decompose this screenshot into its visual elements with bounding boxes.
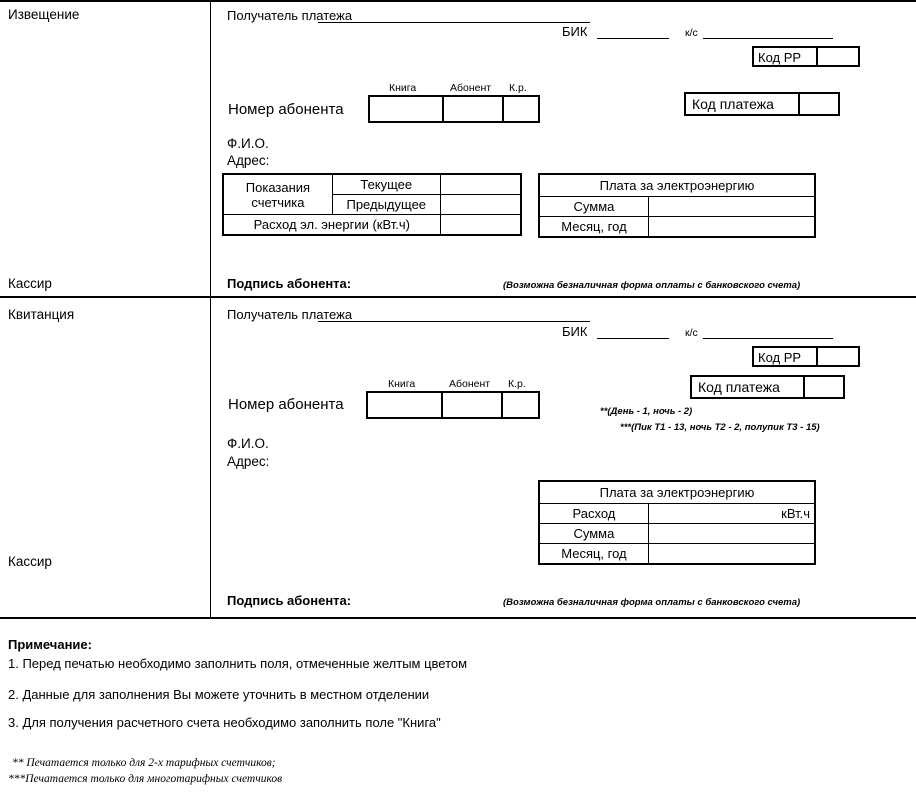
payment-sum-value-1[interactable] [647,195,816,217]
table-row: Сумма [538,522,816,544]
bik-input-line-1[interactable] [597,38,669,39]
ks-input-line-1[interactable] [703,38,833,39]
cashier-label-2: Кассир [8,554,52,569]
table-row: Плата за электроэнергию [538,173,816,197]
bik-input-line-2[interactable] [597,338,669,339]
payment-table-title-1: Плата за электроэнергию [538,173,816,197]
fio-label-1: Ф.И.О. [227,136,269,151]
subscriber-col-kr-2: К.р. [508,378,526,390]
meter-readings-header-line2: счетчика [251,194,305,210]
code-payment-divider-1 [798,94,800,114]
subscriber-col-abonent-1: Абонент [450,82,492,94]
footer-heading: Примечание: [8,637,92,652]
signature-label-1: Подпись абонента: [227,276,352,291]
cashier-label-1: Кассир [8,276,52,291]
subscriber-box-divider-1a [442,97,444,121]
divider-section-2 [210,298,211,617]
section-title-izveshchenie: Извещение [8,7,80,22]
code-payment-divider-2 [803,377,805,397]
payment-sum-value-2[interactable] [647,522,816,544]
subscriber-box-divider-2b [501,393,503,417]
table-row: Плата за электроэнергию [538,480,816,504]
code-rr-box-1[interactable]: Код РР [752,46,860,67]
subscriber-number-box-1[interactable] [368,95,540,123]
bik-label-1: БИК [562,24,588,39]
ks-label-1: к/с [685,27,698,39]
payee-label-1: Получатель платежа [227,8,353,23]
payment-consumption-label-2: Расход [538,502,649,524]
meter-current-value-1[interactable] [439,173,522,195]
code-rr-divider-1 [816,48,818,65]
table-row: Показания счетчика Текущее [222,173,522,215]
address-label-1: Адрес: [227,153,270,168]
payment-month-label-1: Месяц, год [538,215,649,237]
meter-previous-label-1: Предыдущее [331,194,441,215]
subscriber-number-box-2[interactable] [366,391,540,419]
meter-current-label-1: Текущее [331,173,441,195]
consumption-value-1[interactable] [439,214,522,236]
rule-top [0,0,916,2]
payment-table-title-2: Плата за электроэнергию [538,480,816,504]
subscriber-box-divider-1b [502,97,504,121]
meter-readings-table-1: Показания счетчика Текущее Предыдущее Ра… [222,173,522,236]
footer-footnote-1: ** Печатается только для 2-х тарифных сч… [12,757,276,769]
subscriber-label-2: Номер абонента [228,396,344,413]
payment-month-value-2[interactable] [647,542,816,564]
code-rr-divider-2 [816,348,818,365]
subscriber-box-divider-2a [441,393,443,417]
payee-input-line-2[interactable] [318,321,590,322]
table-row: Расход эл. энергии (кВт.ч) [222,214,522,236]
code-payment-box-2[interactable]: Код платежа [690,375,845,399]
code-rr-label-1: Код РР [758,50,802,65]
meter-previous-value-1[interactable] [439,194,522,215]
code-rr-label-2: Код РР [758,350,802,365]
divider-section-1 [210,0,211,296]
rule-bottom [0,617,916,619]
ks-input-line-2[interactable] [703,338,833,339]
fio-label-2: Ф.И.О. [227,436,269,451]
payment-sum-label-2: Сумма [538,522,649,544]
payment-sum-label-1: Сумма [538,195,649,217]
table-row: Месяц, год [538,542,816,564]
payment-consumption-unit-2[interactable]: кВт.ч [647,502,816,524]
subscriber-col-kniga-1: Книга [389,82,417,94]
ks-label-2: к/с [685,327,698,339]
signature-label-2: Подпись абонента: [227,593,352,608]
tariff-note-two: **(День - 1, ночь - 2) [600,406,693,417]
payee-input-line-1[interactable] [318,22,590,23]
tariff-note-multi: ***(Пик Т1 - 13, ночь Т2 - 2, полупик Т3… [620,422,820,433]
bik-label-2: БИК [562,324,588,339]
subscriber-col-kr-1: К.р. [509,82,527,94]
footer-note-3: 3. Для получения расчетного счета необхо… [8,715,441,730]
code-payment-box-1[interactable]: Код платежа [684,92,840,116]
meter-readings-header-line1: Показания [245,179,311,195]
subscriber-col-abonent-2: Абонент [449,378,491,390]
payment-month-label-2: Месяц, год [538,542,649,564]
consumption-label-1: Расход эл. энергии (кВт.ч) [222,214,441,236]
table-row: Расход кВт.ч [538,502,816,524]
footer-footnote-2: ***Печатается только для многотарифных с… [8,773,283,785]
code-payment-label-1: Код платежа [692,96,774,112]
signature-note-2: (Возможна безналичная форма оплаты с бан… [503,597,801,608]
code-payment-label-2: Код платежа [698,379,780,395]
rule-between-sections [0,296,916,298]
footer-note-1: 1. Перед печатью необходимо заполнить по… [8,656,468,671]
section-title-kvitanciya: Квитанция [8,307,75,322]
signature-note-1: (Возможна безналичная форма оплаты с бан… [503,280,801,291]
table-row: Предыдущее [223,194,522,215]
subscriber-label-1: Номер абонента [228,101,344,118]
meter-readings-header-1: Показания счетчика [222,173,333,215]
payee-label-2: Получатель платежа [227,307,353,322]
subscriber-col-kniga-2: Книга [388,378,416,390]
code-rr-box-2[interactable]: Код РР [752,346,860,367]
payment-month-value-1[interactable] [647,215,816,237]
table-row: Сумма [538,195,816,217]
payment-table-1: Плата за электроэнергию Сумма Месяц, год [538,173,816,238]
address-label-2: Адрес: [227,454,270,469]
table-row: Месяц, год [538,215,816,237]
payment-table-2: Плата за электроэнергию Расход кВт.ч Сум… [538,480,816,565]
footer-note-2: 2. Данные для заполнения Вы можете уточн… [8,687,430,702]
